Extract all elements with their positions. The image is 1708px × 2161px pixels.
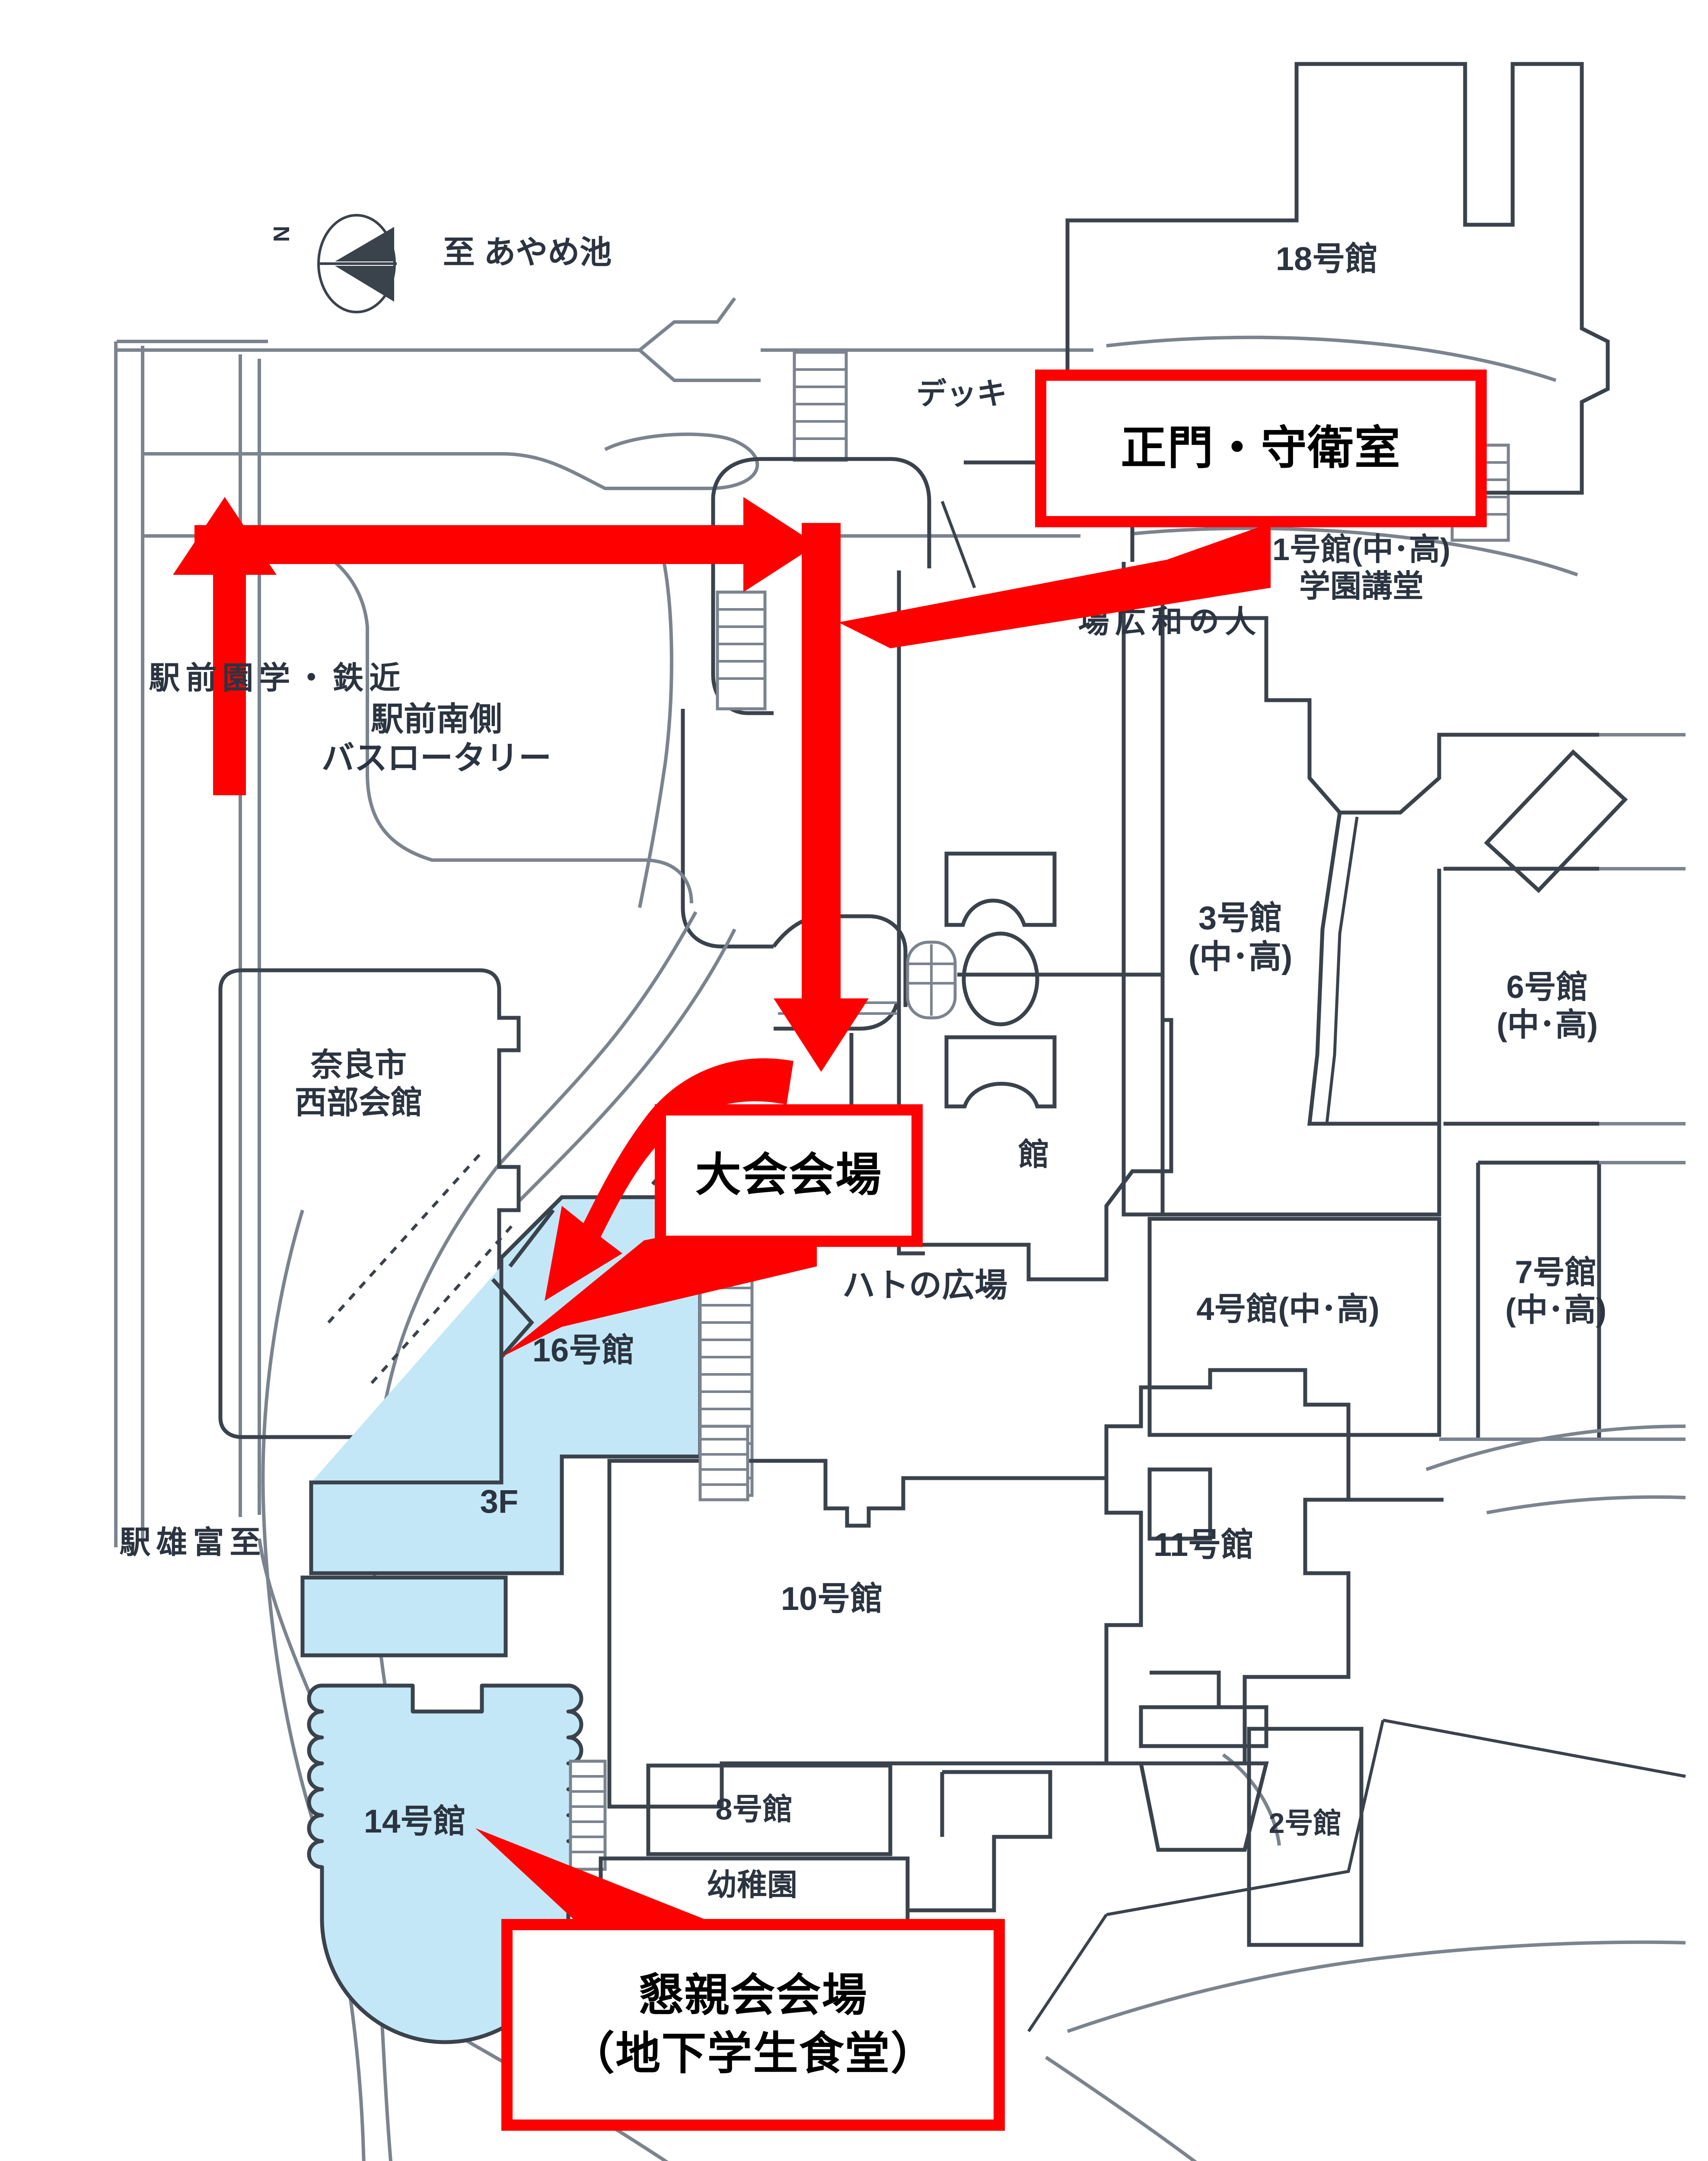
label-to-tomio-station: 至 富 雄 駅 xyxy=(114,1526,259,1560)
compass-label-n: N xyxy=(269,226,294,242)
label-building-1: 1号館(中･高) 学園講堂 xyxy=(1272,532,1450,604)
small-block xyxy=(1147,1467,1212,1541)
label-deck: デッキ xyxy=(916,377,1007,411)
building-4-outline xyxy=(1147,1217,1441,1437)
label-building-18: 18号館 xyxy=(1275,241,1378,277)
label-to-ayameike: 至 あやめ池 xyxy=(443,234,612,270)
label-building-16-floor: 3F xyxy=(480,1483,519,1520)
arrow-down xyxy=(774,523,869,1072)
site-edges xyxy=(1439,733,1686,1441)
label-building-6: 6号館 (中･高) xyxy=(1496,969,1598,1043)
label-building-4: 4号館(中･高) xyxy=(1196,1291,1380,1327)
label-building-11: 11号館 xyxy=(1153,1527,1254,1563)
label-kintetsu-gakuemmae-station: 近 鉄 ・ 学 園 前 駅 xyxy=(143,661,399,696)
arrow-right xyxy=(194,497,817,592)
building-2 xyxy=(1027,1670,1686,2032)
label-hato-plaza: ハトの広場 xyxy=(842,1267,1008,1304)
callout-reception-label-1: 懇親会会場 xyxy=(638,1970,868,2021)
label-building-3: 3号館 (中･高) xyxy=(1188,900,1293,975)
label-building-8: 8号館 xyxy=(715,1792,793,1826)
label-nara-seibu-hall: 奈良市 西部会館 xyxy=(295,1047,423,1121)
hito-no-wa-plaza xyxy=(897,571,1057,1256)
label-building-2: 2号館 xyxy=(1268,1807,1342,1839)
callout-reception[interactable]: 懇親会会場 （地下学生食堂） xyxy=(501,1919,1005,2131)
label-building-10: 10号館 xyxy=(781,1581,883,1617)
building-nara-seibu xyxy=(218,968,521,1439)
callout-venue[interactable]: 大会会場 xyxy=(655,1104,923,1247)
label-building-7: 7号館 (中･高) xyxy=(1505,1254,1607,1328)
label-building-14: 14号館 xyxy=(363,1803,466,1840)
callout-main-gate[interactable]: 正門・守衛室 xyxy=(1035,370,1487,527)
building-1-outline xyxy=(1122,562,1628,1439)
main-gate-callout-pointer xyxy=(838,523,1271,648)
building-11 xyxy=(1104,1368,1444,1766)
label-kindergarten-upper: 幼稚園 xyxy=(707,1868,797,1902)
label-bus-rotary: 駅前南側 バスロータリー xyxy=(322,701,551,777)
compass-icon xyxy=(317,214,397,313)
callout-venue-label: 大会会場 xyxy=(695,1150,883,1201)
callout-reception-label-2: （地下学生食堂） xyxy=(570,2029,937,2079)
label-building-16: 16号館 xyxy=(532,1332,635,1369)
callout-main-gate-label: 正門・守衛室 xyxy=(1121,422,1401,474)
label-building-partial: 館 xyxy=(1018,1138,1050,1172)
